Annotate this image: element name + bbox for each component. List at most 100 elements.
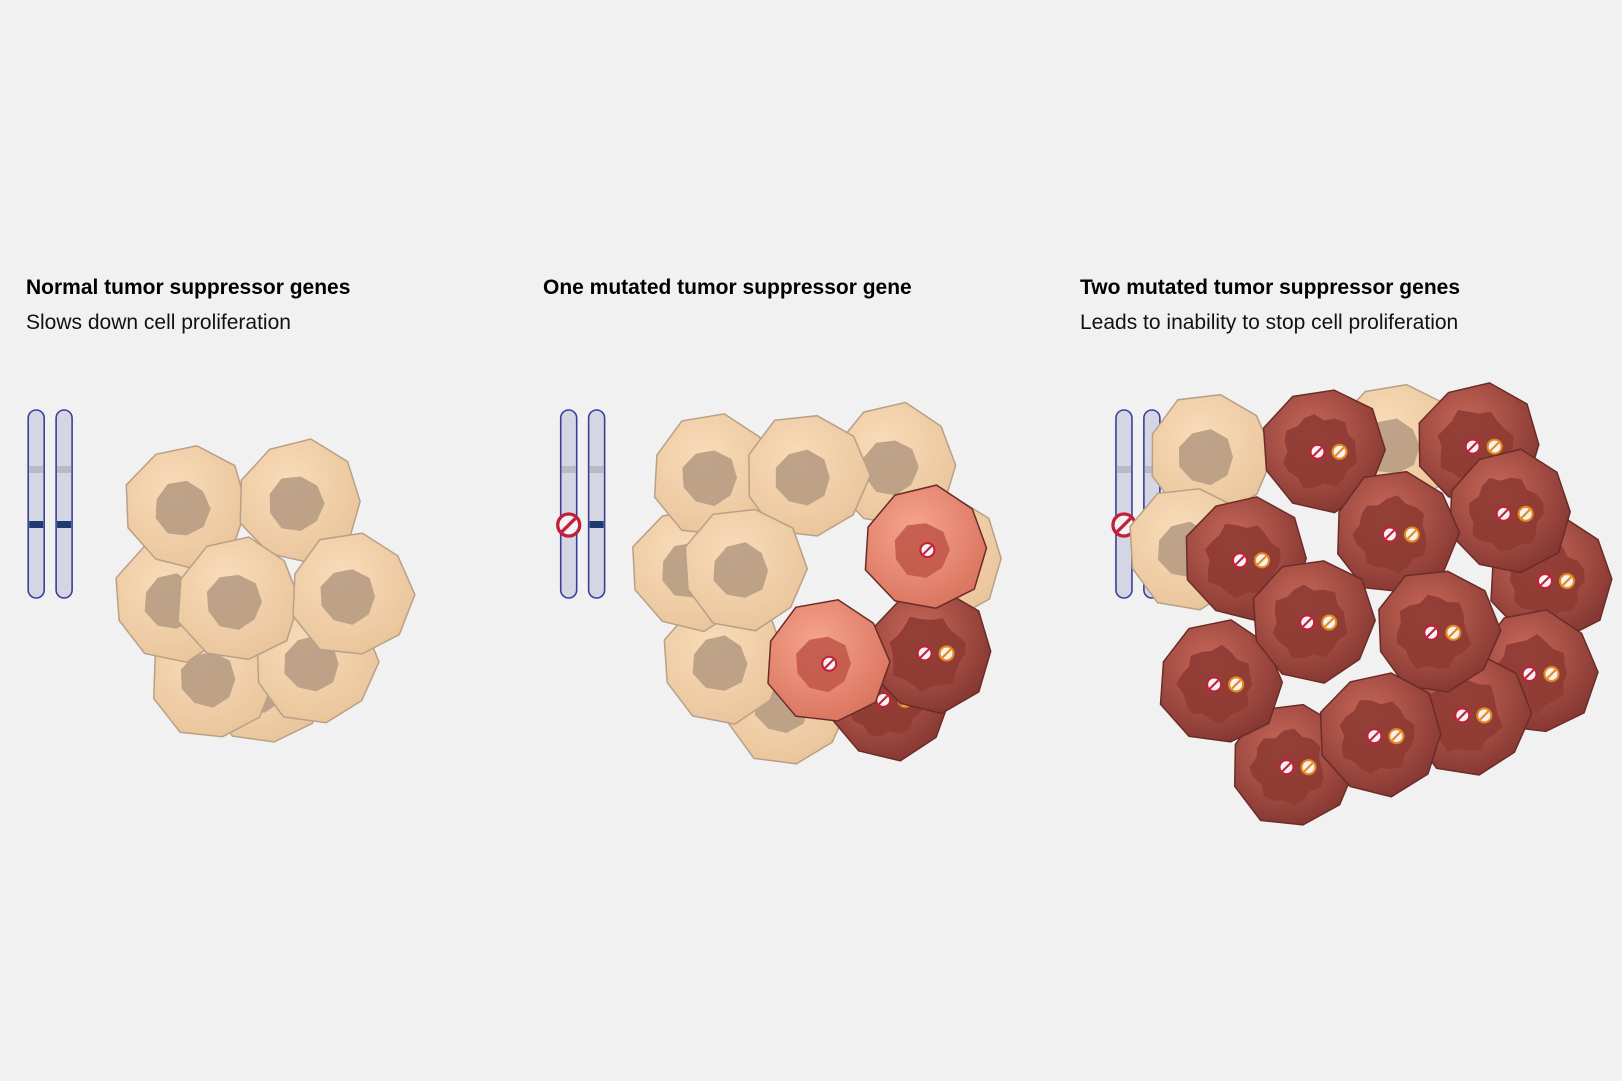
marker-slash xyxy=(1562,576,1572,586)
mutation-marker-icon xyxy=(1558,572,1576,590)
panel-title: Normal tumor suppressor genes xyxy=(26,276,351,299)
mutation-marker-icon xyxy=(1517,505,1534,522)
marker-slash xyxy=(1540,576,1550,586)
mutation-marker-icon xyxy=(1228,676,1245,693)
mutated-cell xyxy=(1337,470,1461,593)
marker-slash xyxy=(1448,627,1459,638)
marker-slash xyxy=(919,648,930,659)
nucleus xyxy=(692,635,748,691)
panel-one-mutated-text: One mutated tumor suppressor gene xyxy=(543,276,912,300)
panel-subtitle: Slows down cell proliferation xyxy=(26,311,291,334)
mutated-cell xyxy=(1408,653,1533,776)
chromosome xyxy=(556,409,582,599)
mutated-cell xyxy=(767,599,891,722)
gene-band xyxy=(589,521,604,528)
mutated-cell xyxy=(864,484,988,609)
mutation-marker-icon xyxy=(1521,666,1538,683)
marker-slash xyxy=(1489,441,1500,452)
nucleus xyxy=(863,440,919,496)
mutation-marker-icon xyxy=(1476,707,1493,724)
marker-slash xyxy=(1384,529,1395,540)
nucleus xyxy=(682,450,737,506)
centromere xyxy=(561,466,576,473)
marker-slash xyxy=(1257,555,1267,566)
mutation-marker-icon xyxy=(1495,505,1512,522)
mutated-cell xyxy=(1159,619,1284,743)
marker-slash xyxy=(1457,710,1468,721)
mutation-marker-icon xyxy=(1464,438,1481,455)
mutation-marker-icon xyxy=(938,645,955,662)
marker-slash xyxy=(878,695,889,705)
normal-cell xyxy=(684,508,809,632)
mutation-marker-icon xyxy=(1321,614,1338,631)
panel-normal-text: Normal tumor suppressor genes Slows down… xyxy=(26,276,350,335)
normal-cell xyxy=(1151,393,1275,516)
marker-slash xyxy=(1467,441,1478,452)
mutation-marker-icon xyxy=(1253,552,1271,569)
chromosome-body xyxy=(55,409,73,599)
mutation-marker-icon xyxy=(1366,728,1383,745)
marker-slash xyxy=(1498,508,1509,519)
nucleus xyxy=(713,542,768,598)
marker-slash xyxy=(1391,731,1402,742)
gene-band xyxy=(29,521,44,528)
panel-title: One mutated tumor suppressor gene xyxy=(543,276,912,299)
nucleus xyxy=(320,569,375,625)
mutation-marker-icon xyxy=(1403,526,1420,543)
mutated-cell xyxy=(1378,570,1502,693)
mutation-marker-icon xyxy=(821,655,838,672)
mutated-cell xyxy=(870,588,992,715)
marker-slash xyxy=(560,517,577,533)
mutation-marker-icon xyxy=(1231,552,1249,569)
normal-cell xyxy=(748,414,872,537)
marker-slash xyxy=(1281,762,1292,773)
marker-slash xyxy=(1312,446,1323,457)
mutated-cell xyxy=(1262,389,1386,514)
chromosome-body xyxy=(587,409,606,599)
normal-cell xyxy=(663,601,788,725)
chromosome xyxy=(27,409,45,599)
mutation-marker-icon xyxy=(1543,666,1560,683)
mutation-marker-icon xyxy=(1381,526,1398,543)
panel-title: Two mutated tumor suppressor genes xyxy=(1080,276,1460,299)
normal-cell xyxy=(125,445,248,571)
chromosome-body xyxy=(559,409,578,599)
mutation-marker-icon xyxy=(919,541,936,559)
marker-slash xyxy=(1209,679,1220,690)
marker-slash xyxy=(1324,617,1335,628)
centromere xyxy=(57,466,72,473)
marker-slash xyxy=(941,648,952,659)
marker-slash xyxy=(1334,446,1345,457)
mutation-marker-icon xyxy=(1300,759,1317,776)
mutation-marker-icon xyxy=(1486,438,1503,455)
chromosome-body xyxy=(1115,409,1133,599)
chromosome-body xyxy=(27,409,45,599)
panel-subtitle: Leads to inability to stop cell prolifer… xyxy=(1080,311,1459,334)
nucleus xyxy=(775,449,830,506)
nucleus xyxy=(206,574,262,630)
nucleus xyxy=(269,476,325,531)
marker-slash xyxy=(1479,710,1490,721)
marker-slash xyxy=(922,545,933,555)
mutated-cell xyxy=(1319,672,1442,798)
nucleus xyxy=(155,480,211,536)
nucleus xyxy=(180,651,236,708)
chromosome xyxy=(1111,409,1137,599)
mutation-marker-icon xyxy=(1423,624,1440,641)
panel-two-mutated-text: Two mutated tumor suppressor genes Leads… xyxy=(1080,276,1460,335)
centromere xyxy=(29,466,44,473)
marker-slash xyxy=(1406,529,1417,540)
nucleus xyxy=(1179,429,1233,486)
marker-slash xyxy=(1546,669,1557,680)
marker-slash xyxy=(1302,617,1313,628)
marker-slash xyxy=(1116,517,1132,533)
marker-slash xyxy=(1303,762,1314,773)
marker-slash xyxy=(1369,731,1380,742)
chromosome xyxy=(55,409,73,599)
mutation-marker-icon xyxy=(1445,624,1462,641)
mutation-marker-icon xyxy=(1388,728,1405,745)
chromosome xyxy=(587,409,606,599)
gene-band xyxy=(57,521,72,528)
